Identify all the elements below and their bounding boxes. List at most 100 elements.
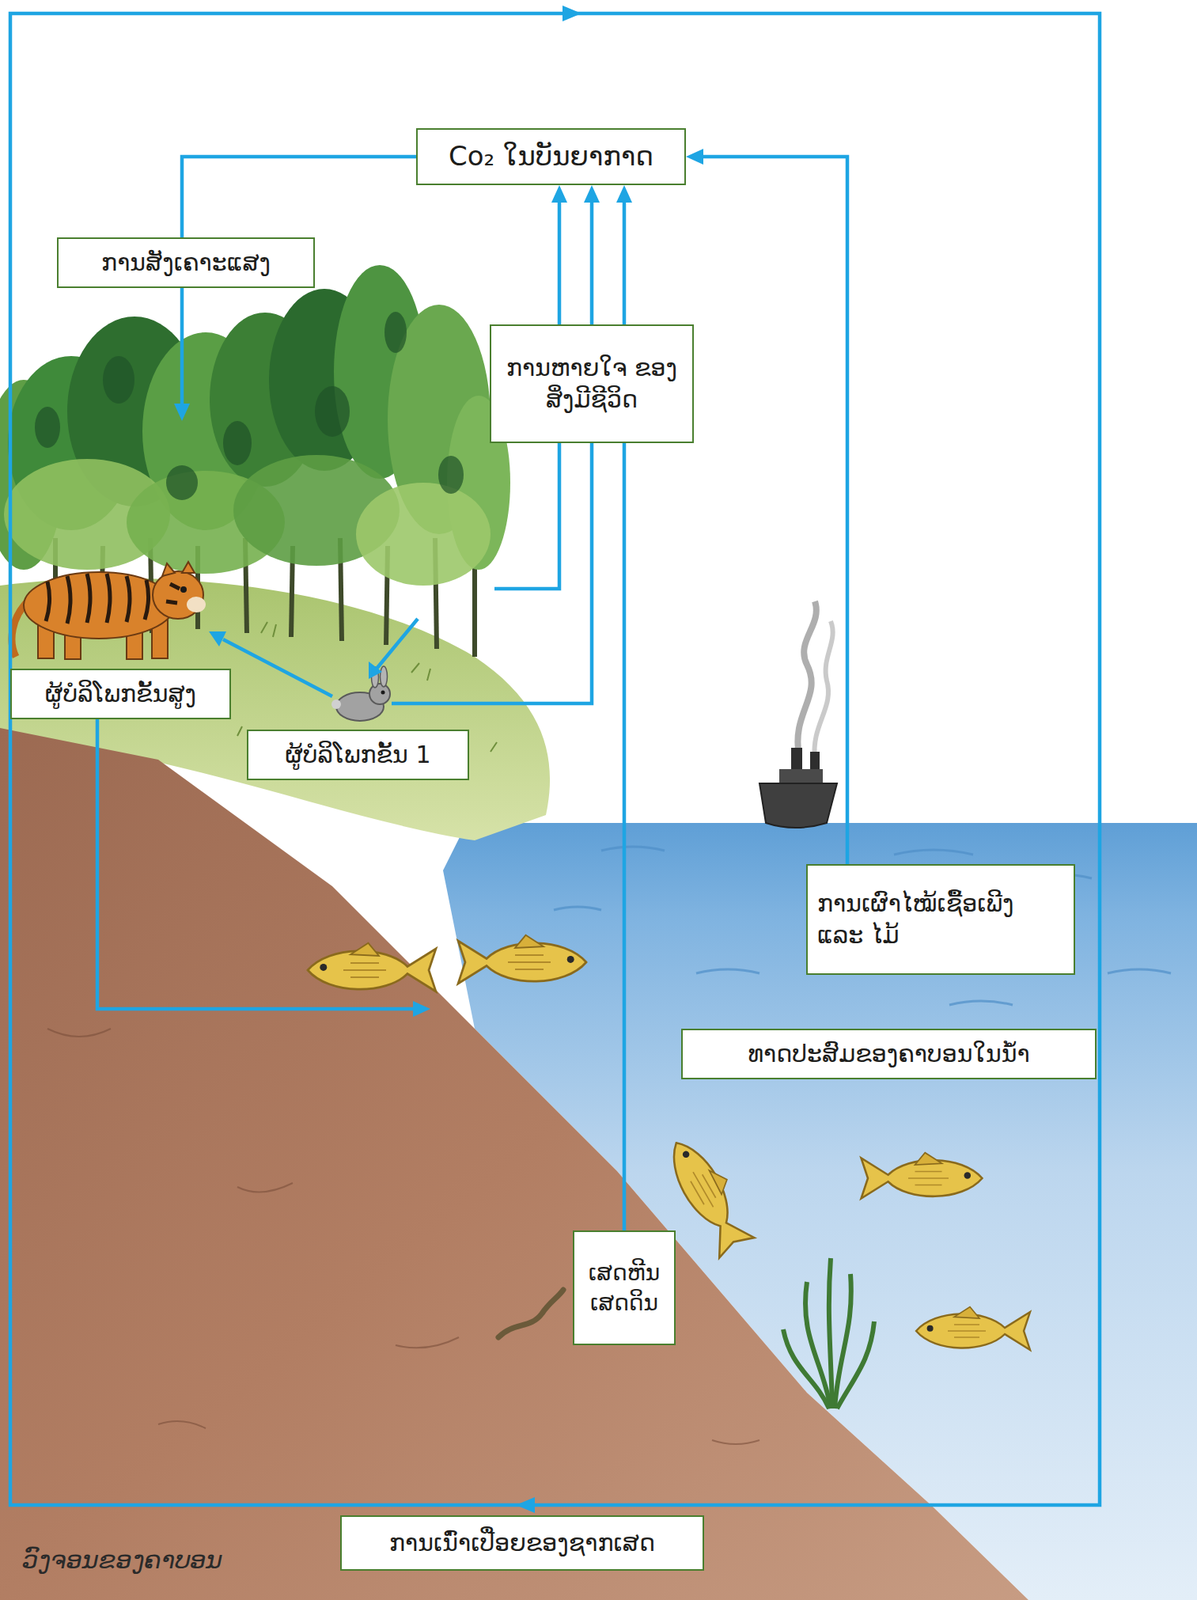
flow-arrowheads: [368, 661, 383, 679]
flow-arrow: [583, 185, 600, 325]
flow-arrow: [181, 156, 417, 238]
seaweed: [783, 1257, 875, 1409]
water-waves: [893, 849, 974, 855]
flow-line: [181, 156, 417, 238]
label-box: Co₂ ໃນບັນຍາກາດ: [416, 128, 686, 186]
flow-line: [622, 443, 627, 1231]
flow-arrow: [616, 185, 633, 325]
label-box: ຜູ້ບໍລິໂພກຂັ້ນ 1: [246, 729, 470, 781]
ship: [759, 601, 838, 828]
flow-line: [700, 156, 848, 864]
flow-line: [622, 199, 627, 325]
label-text: ການຫາຍໃຈ ຂອງສິ່ງມີຊີວິດ: [500, 352, 683, 417]
caption: ວົງຈອນຂອງຄາບອນ: [22, 1544, 223, 1575]
label-text: ການສັງເຄາະແສງ: [101, 246, 271, 280]
forest: [34, 406, 61, 448]
flow-arrow: [685, 148, 848, 864]
water-waves: [553, 906, 602, 910]
flow-lines: [223, 639, 333, 697]
tiger: [186, 596, 206, 613]
ship: [791, 747, 803, 772]
tiger: [23, 571, 175, 639]
caption-wrap: ວົງຈອນຂອງຄາບອນ: [22, 1544, 223, 1575]
label-box: ການເຜົາໄໝ້ເຊື້ອເພີງ ແລະ ໄມ້: [806, 863, 1076, 975]
label-text: ການເນົ່າເປື່ອຍຂອງຊາກເສດ: [389, 1526, 656, 1560]
flow-arrowheads: [412, 1000, 431, 1017]
label-text: ທາດປະສົມຂອງຄາບອນໃນນ້ຳ: [747, 1037, 1030, 1071]
forest: [34, 311, 464, 501]
rabbit: [380, 666, 388, 687]
rabbit: [331, 666, 391, 721]
label-text: ຜູ້ບໍລິໂພກຂັ້ນ 1: [285, 738, 432, 772]
tiger: [180, 586, 187, 593]
label-box: ການສັງເຄາະແສງ: [56, 237, 315, 288]
flow-lines: [376, 618, 418, 669]
water-waves: [553, 846, 1171, 1005]
flow-lines: [10, 13, 1100, 1505]
label-box: ທາດປະສົມຂອງຄາບອນໃນນ້ຳ: [681, 1028, 1097, 1080]
flow-arrow: [551, 185, 568, 325]
label-box: ການເນົ່າເປື່ອຍຂອງຊາກເສດ: [340, 1515, 705, 1571]
worm: [498, 1289, 564, 1338]
flow-arrowheads: [515, 1496, 535, 1513]
forest: [102, 356, 135, 404]
ground-cracks: [47, 1028, 760, 1444]
flow-lines: [494, 427, 560, 589]
forest: [0, 265, 511, 657]
tiger: [144, 579, 149, 620]
seaweed: [829, 1257, 833, 1409]
tiger: [45, 573, 180, 624]
water-waves: [949, 1000, 1013, 1005]
arrowhead: [685, 148, 704, 165]
flow-arrowheads: [174, 5, 582, 1513]
flow-arrowheads: [562, 5, 582, 22]
tiger: [45, 581, 50, 622]
label-box: ຜູ້ບໍລິໂພກຂັ້ນສູງ: [10, 668, 232, 720]
seaweed: [783, 1329, 830, 1409]
label-box: ເສດຫີນ ເສດດິນ: [572, 1230, 676, 1345]
arrowhead: [616, 185, 633, 203]
flow-arrowheads: [208, 631, 227, 647]
tiger: [170, 583, 180, 589]
water-waves: [696, 969, 760, 974]
forest: [166, 465, 198, 501]
ship: [797, 601, 816, 756]
flow-lines: [180, 276, 185, 406]
fish: [916, 1306, 1031, 1350]
flow-arrow: [624, 443, 626, 1231]
label-box: ການຫາຍໃຈ ຂອງສິ່ງມີຊີວິດ: [489, 324, 694, 444]
forest: [356, 482, 491, 586]
flow-line: [590, 199, 595, 325]
tiger: [87, 573, 91, 623]
tiger: [67, 575, 71, 624]
forest: [223, 420, 252, 466]
tiger: [11, 561, 206, 660]
ship: [814, 621, 833, 760]
rabbit: [381, 690, 386, 695]
water-waves: [601, 846, 665, 851]
rabbit: [331, 699, 341, 709]
tiger: [166, 601, 178, 603]
forest: [438, 455, 464, 494]
water-waves: [1107, 969, 1171, 974]
ground-cracks: [47, 1028, 760, 1444]
label-text: ການເຜົາໄໝ້ເຊື້ອເພີງ ແລະ ໄມ້: [817, 887, 1065, 952]
forest: [384, 311, 407, 353]
arrowhead: [551, 185, 568, 203]
flow-arrowheads: [174, 403, 190, 421]
label-text: Co₂ ໃນບັນຍາກາດ: [448, 138, 654, 175]
tiger: [126, 575, 130, 622]
arrowhead: [583, 185, 600, 203]
ship: [759, 783, 838, 828]
rabbit: [369, 683, 391, 705]
fish: [307, 943, 436, 992]
flow-lines: [391, 427, 592, 704]
tiger: [106, 573, 110, 623]
label-text: ເສດຫີນ ເສດດິນ: [583, 1257, 665, 1319]
flow-lines: [10, 13, 1100, 1505]
ground: [0, 727, 1029, 1600]
fish: [458, 935, 587, 984]
fish: [861, 1152, 983, 1199]
tiger: [162, 561, 195, 576]
